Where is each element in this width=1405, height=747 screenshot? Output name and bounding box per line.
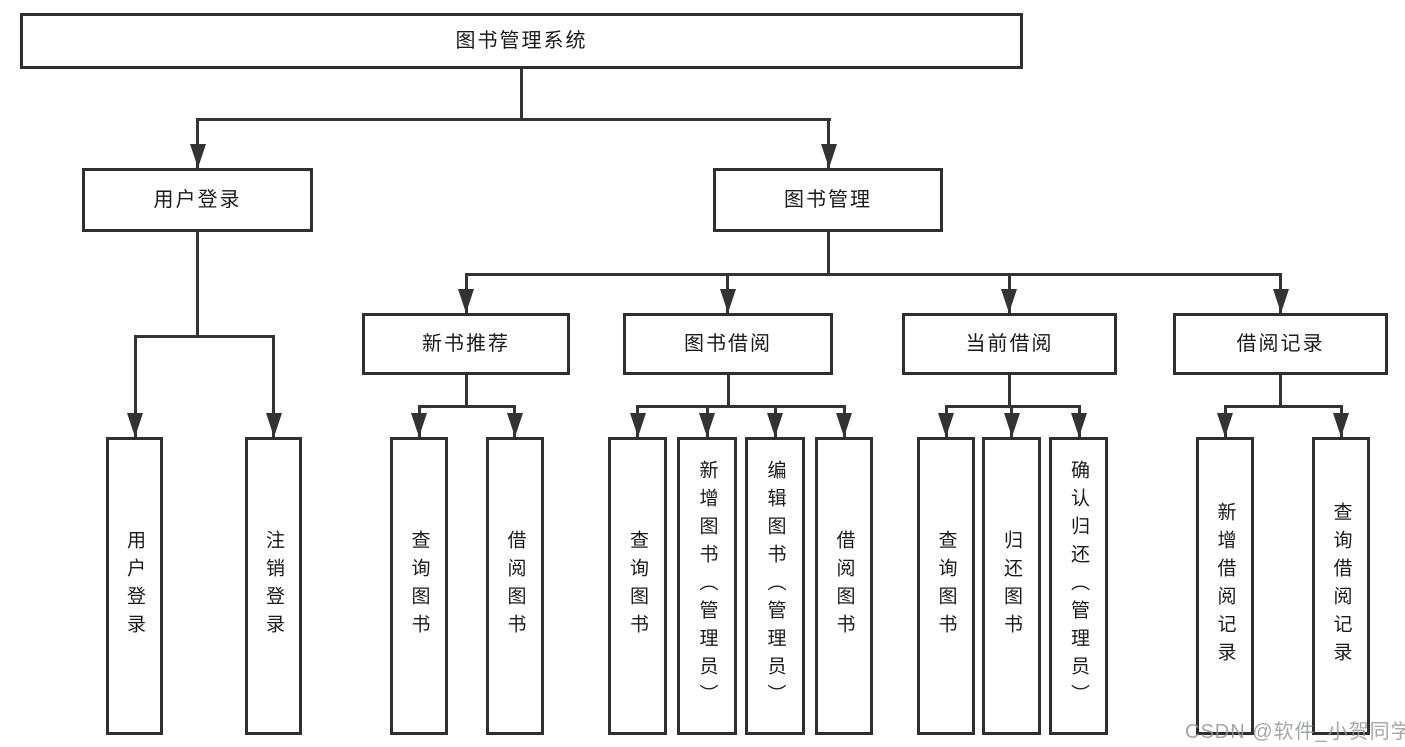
arrow-down-icon — [1333, 413, 1349, 437]
arrow-down-icon — [411, 413, 427, 437]
arrow-down-icon — [630, 413, 646, 437]
node-label: 查询图书 — [627, 530, 648, 642]
connector-hline — [134, 335, 275, 338]
leaf-add-book-admin: 新增图书（管理员） — [677, 437, 737, 735]
connector-vline — [1008, 375, 1011, 405]
connector-vline — [827, 118, 830, 168]
node-label: 借阅图书 — [504, 530, 526, 642]
arrow-down-icon — [821, 144, 837, 168]
connector-vline — [134, 335, 137, 437]
leaf-edit-book-admin: 编辑图书（管理员） — [745, 437, 805, 735]
arrow-down-icon — [190, 144, 206, 168]
arrow-down-icon — [1071, 413, 1087, 437]
connector-hline — [196, 118, 831, 121]
arrow-down-icon — [1273, 289, 1289, 313]
node-label: 用户登录 — [153, 189, 242, 211]
arrow-down-icon — [127, 413, 143, 437]
arrow-down-icon — [1004, 413, 1020, 437]
connector-vline — [272, 335, 275, 437]
leaf-query-books-borrowing: 查询图书 — [608, 437, 667, 735]
leaf-user-login: 用户登录 — [106, 437, 163, 735]
node-label: 查询图书 — [935, 530, 957, 642]
node-book-management: 图书管理 — [713, 168, 943, 232]
node-label: 新增借阅记录 — [1214, 502, 1236, 670]
node-label: 注销登录 — [263, 530, 284, 642]
connector-hline — [1224, 405, 1342, 408]
arrow-down-icon — [1217, 413, 1233, 437]
leaf-borrow-books-recommend: 借阅图书 — [486, 437, 544, 735]
node-label: 编辑图书（管理员） — [764, 460, 786, 712]
node-current-borrowing: 当前借阅 — [902, 313, 1117, 375]
node-label: 查询图书 — [408, 530, 430, 642]
arrow-down-icon — [767, 413, 783, 437]
node-borrowing-records: 借阅记录 — [1173, 313, 1388, 375]
connector-vline — [196, 232, 199, 335]
leaf-confirm-return-admin: 确认归还（管理员） — [1049, 437, 1108, 735]
node-label: 用户登录 — [124, 530, 145, 642]
node-label: 图书借阅 — [684, 333, 772, 355]
node-label: 新书推荐 — [422, 333, 510, 355]
node-label: 图书管理 — [784, 189, 872, 211]
node-label: 确认归还（管理员） — [1068, 460, 1089, 712]
arrow-down-icon — [266, 413, 282, 437]
node-label: 当前借阅 — [965, 333, 1054, 355]
node-label: 新增图书（管理员） — [696, 460, 718, 712]
connector-hline — [465, 273, 1282, 276]
node-label: 归还图书 — [1001, 530, 1022, 642]
node-user-login: 用户登录 — [82, 168, 313, 232]
leaf-query-books-current: 查询图书 — [917, 437, 975, 735]
node-book-borrowing: 图书借阅 — [623, 313, 833, 375]
leaf-add-borrow-record: 新增借阅记录 — [1196, 437, 1254, 735]
node-label: 查询借阅记录 — [1330, 502, 1352, 670]
leaf-borrow-books: 借阅图书 — [815, 437, 873, 735]
connector-vline — [465, 375, 468, 405]
arrow-down-icon — [1001, 289, 1017, 313]
arrow-down-icon — [836, 413, 852, 437]
leaf-query-borrow-record: 查询借阅记录 — [1312, 437, 1370, 735]
leaf-query-books-recommend: 查询图书 — [390, 437, 448, 735]
node-label: 图书管理系统 — [455, 30, 588, 52]
arrow-down-icon — [507, 413, 523, 437]
connector-hline — [418, 405, 515, 408]
arrow-down-icon — [699, 413, 715, 437]
connector-vline — [827, 232, 830, 273]
node-label: 借阅图书 — [833, 530, 855, 642]
arrow-down-icon — [720, 289, 736, 313]
node-library-management-system: 图书管理系统 — [20, 13, 1023, 69]
connector-vline — [1279, 375, 1282, 405]
node-label: 借阅记录 — [1236, 333, 1325, 355]
watermark: CSDN @软件_小贺同学 — [1185, 721, 1405, 743]
connector-vline — [520, 69, 523, 118]
connector-hline — [636, 405, 845, 408]
node-new-book-recommendation: 新书推荐 — [362, 313, 570, 375]
arrow-down-icon — [458, 289, 474, 313]
connector-vline — [196, 118, 199, 168]
connector-vline — [727, 375, 730, 405]
leaf-logout: 注销登录 — [245, 437, 302, 735]
arrow-down-icon — [938, 413, 954, 437]
leaf-return-books: 归还图书 — [982, 437, 1041, 735]
